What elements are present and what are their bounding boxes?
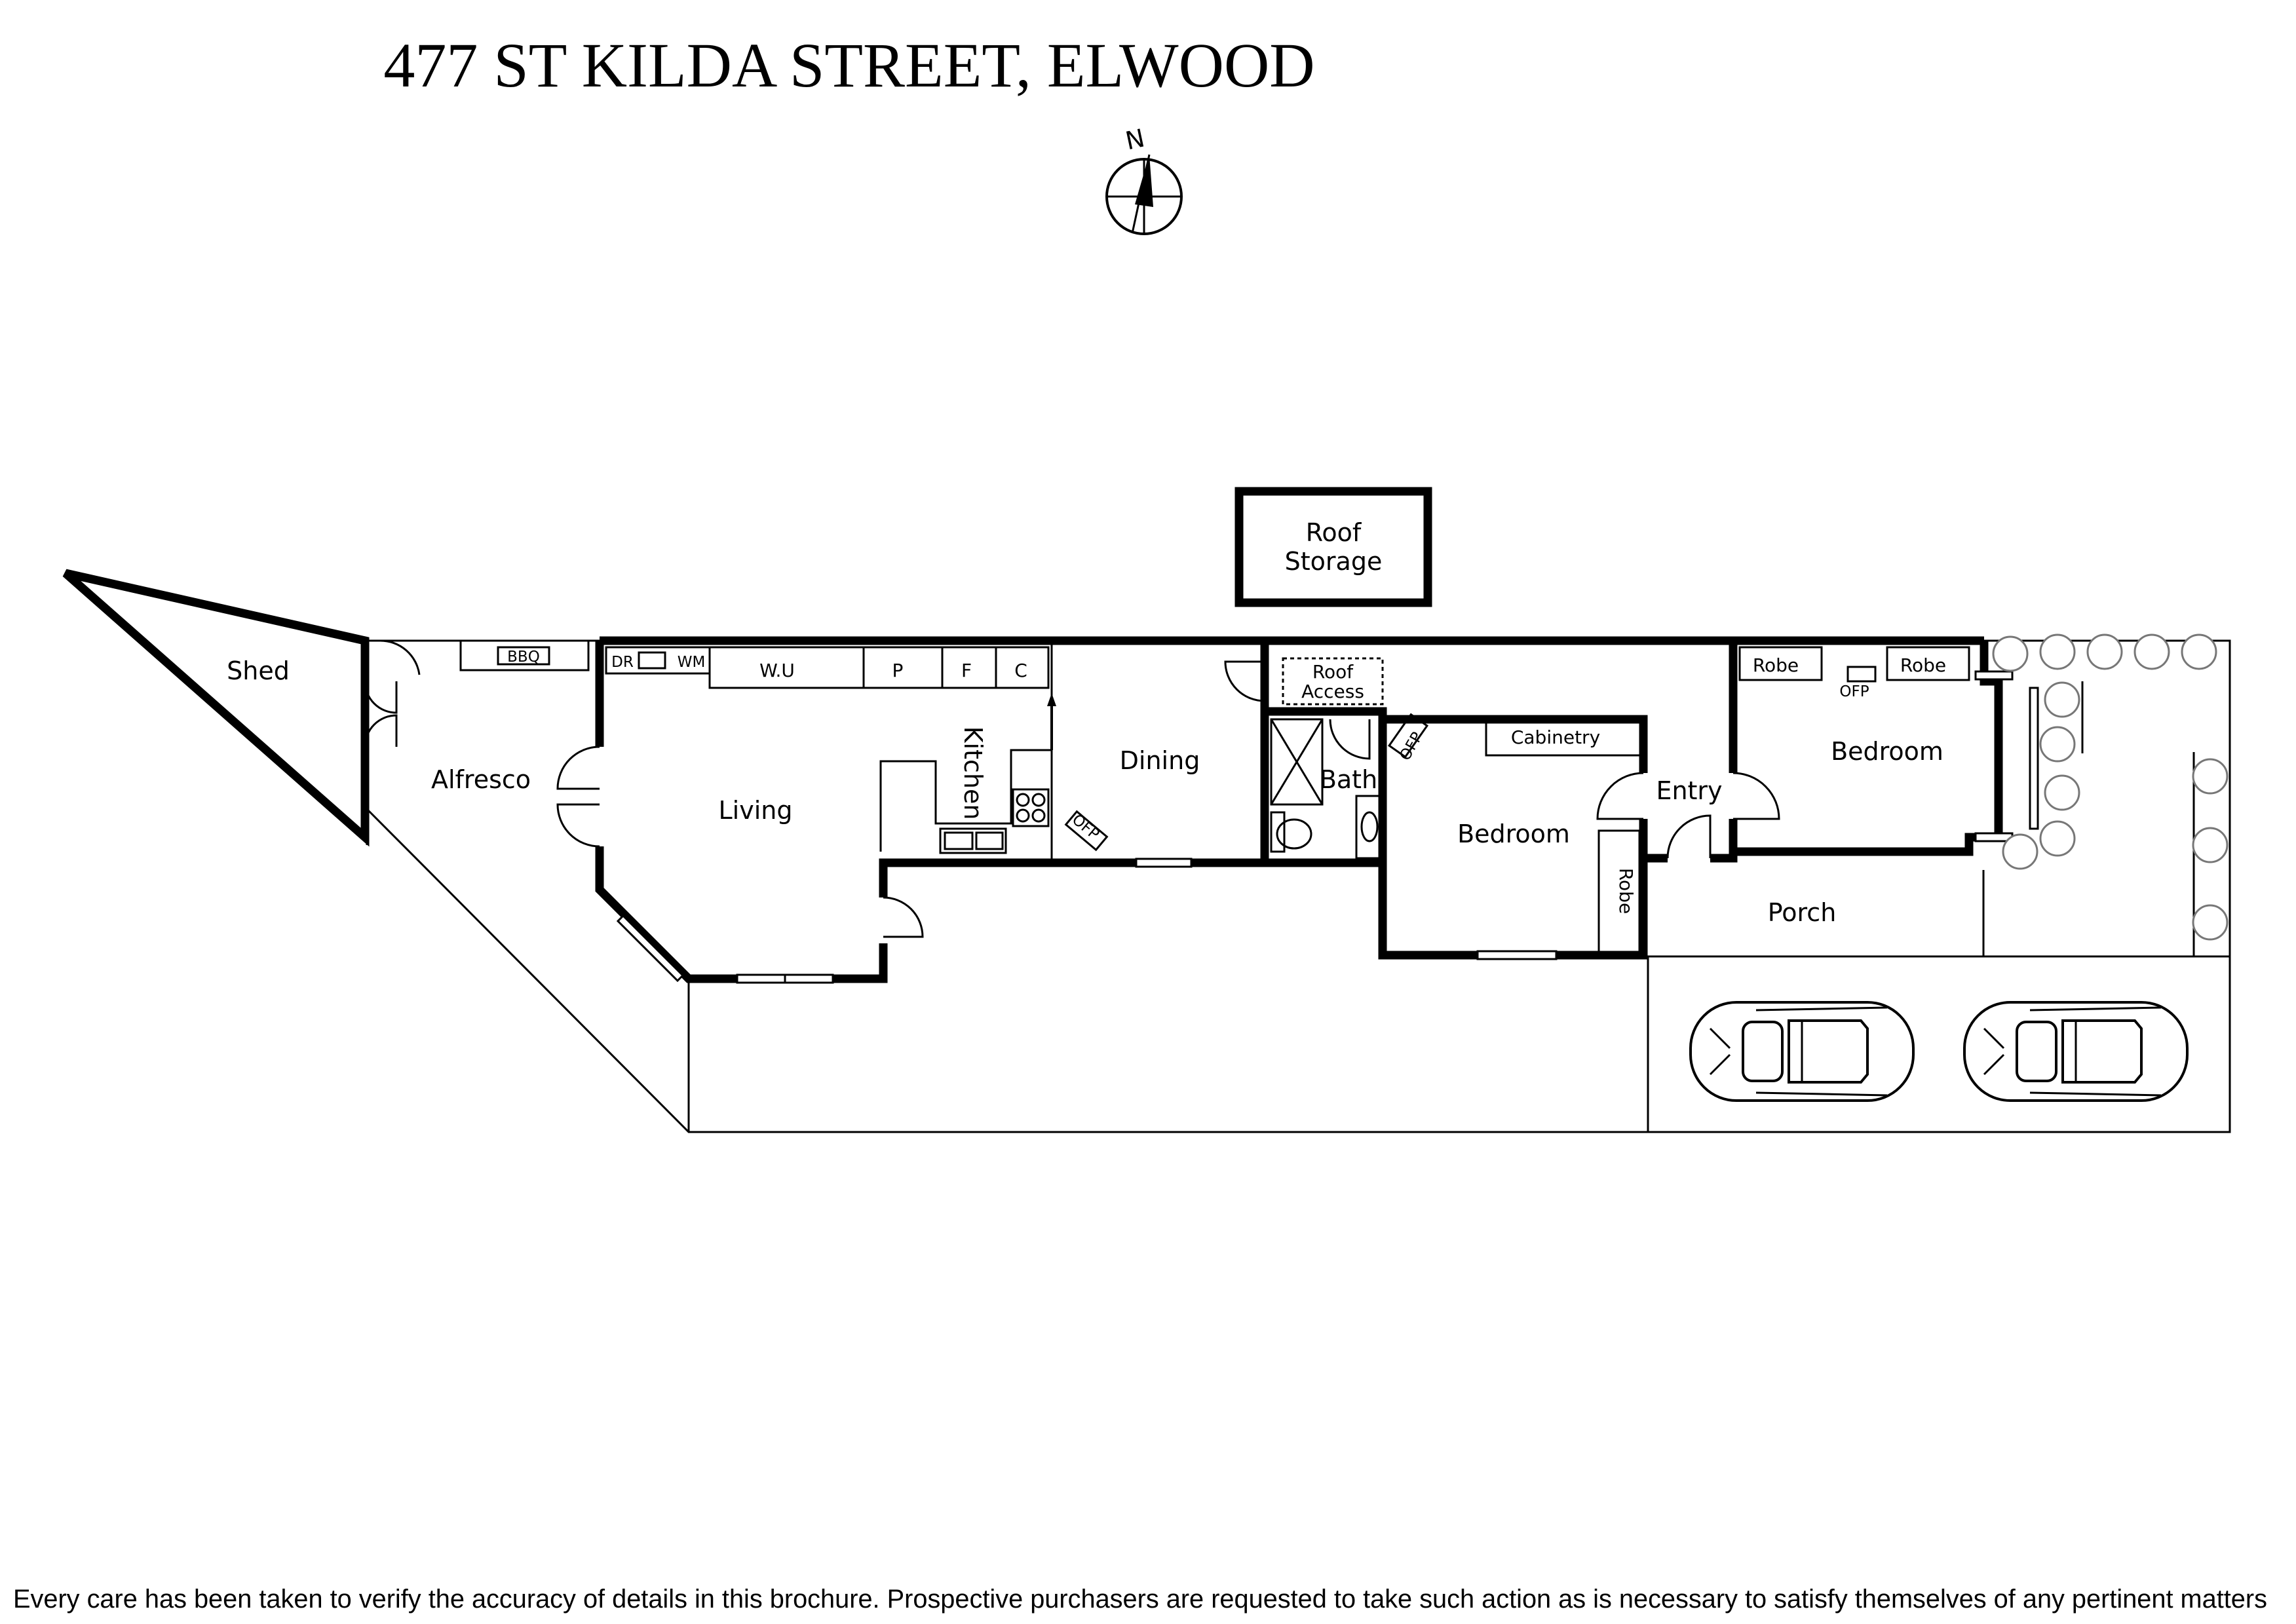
porch-area: Porch: [1768, 898, 1837, 927]
washing-machine-label: WM: [678, 654, 706, 671]
entry-area: Entry: [1596, 772, 1780, 859]
cupboard-label: C: [1014, 660, 1027, 681]
bbq-label: BBQ: [507, 649, 540, 666]
alfresco-area: BBQ Alfresco: [367, 639, 600, 848]
site-boundary: [366, 808, 2230, 1133]
roof-access-area: Roof Access: [1224, 657, 1384, 706]
bath-room: Bath: [1270, 718, 1384, 859]
garden-trees-icon: [1992, 633, 2229, 941]
pantry-label: P: [892, 660, 904, 681]
dining-label: Dining: [1120, 746, 1200, 775]
kitchen-label: Kitchen: [959, 727, 987, 820]
living-label: Living: [719, 796, 793, 825]
car-icon: [1963, 1001, 2189, 1102]
dining-room: Dining OFP: [1050, 641, 1200, 863]
roof-storage-label-line-1: Roof: [1306, 518, 1362, 547]
roof-access-label-line-1: Roof: [1312, 661, 1354, 683]
bedroom-2-room: OFP Cabinetry Bedroom Robe: [1387, 713, 1645, 954]
property-address-title: 477 ST KILDA STREET, ELWOOD: [383, 30, 1314, 100]
compass-north-label: N: [1123, 124, 1147, 156]
wall-unit-label: W.U: [759, 660, 795, 681]
north-compass-icon: N: [1105, 124, 1183, 235]
fridge-label: F: [961, 660, 972, 681]
roof-storage-label-line-2: Storage: [1285, 547, 1383, 576]
car-icon: [1689, 1001, 1915, 1102]
porch-label: Porch: [1768, 898, 1837, 927]
cabinetry-label: Cabinetry: [1511, 727, 1600, 748]
bedroom-1-label: Bedroom: [1831, 737, 1943, 766]
bedroom-2-robe-label: Robe: [1615, 868, 1637, 914]
living-room: DR WM W.U Living: [605, 646, 924, 938]
bedroom-1-robe-left-label: Robe: [1753, 654, 1799, 676]
bedroom-1-robe-right-label: Robe: [1900, 654, 1946, 676]
windows: [616, 670, 2039, 984]
bath-label: Bath: [1320, 765, 1377, 794]
alfresco-label: Alfresco: [431, 765, 531, 794]
shed-label: Shed: [227, 656, 290, 685]
bedroom-2-label: Bedroom: [1457, 820, 1570, 848]
dryer-label: DR: [611, 654, 634, 671]
shed-room: Shed: [62, 569, 398, 847]
disclaimer-text: Every care has been taken to verify the …: [13, 1585, 2267, 1614]
house-walls: [595, 636, 2003, 983]
bedroom-1-room: Robe OFP Robe Bedroom: [1738, 646, 1970, 766]
entry-label: Entry: [1656, 776, 1722, 805]
roof-storage-room: Roof Storage: [1234, 487, 1432, 607]
bedroom-1-fireplace-label: OFP: [1839, 683, 1869, 700]
roof-access-label-line-2: Access: [1301, 681, 1364, 702]
kitchen-room: P F C Kitchen: [862, 646, 1056, 854]
